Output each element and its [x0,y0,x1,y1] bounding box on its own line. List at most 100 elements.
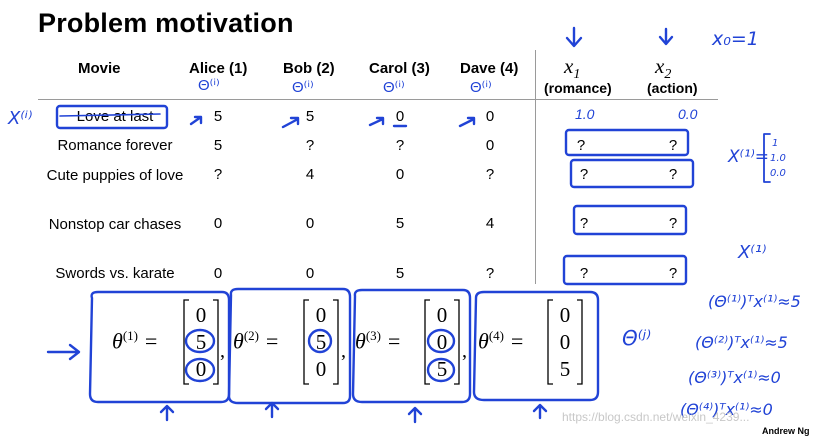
header-alice: Alice (1) [189,60,248,77]
table-cell: 5 [395,215,405,232]
table-row-movie: Cute puppies of love [46,167,184,184]
theta-box [88,290,231,404]
table-cell: 5 [395,265,405,282]
watermark: https://blog.csdn.net/weixin_4239... [562,410,750,424]
table-feature-divider [535,50,536,284]
arrow-up-icon [159,404,175,422]
value-circle [184,357,216,383]
table-row-movie: Swords vs. karate [55,265,175,282]
table-cell: 0 [213,265,223,282]
theta-head-annotation: Θ⁽ⁱ⁾ [198,77,220,94]
value-circle [426,357,456,383]
arrow-up-icon [264,401,280,419]
arrow-down-icon [565,26,583,48]
table-row-movie: Love at last [76,108,154,125]
feature-value: ? [668,137,678,154]
table-cell: ? [213,166,223,183]
feature-value: 0.0 [678,106,698,122]
theta-head-annotation: Θ⁽ⁱ⁾ [383,79,405,96]
feature-value: ? [668,265,678,282]
approx-annotation: (Θ⁽²⁾)ᵀx⁽¹⁾≈5 [695,333,788,352]
theta-label: θ(3) = [355,328,402,354]
table-cell: 5 [305,108,315,125]
header-bob: Bob (2) [283,60,335,77]
table-cell: ? [395,137,405,154]
table-cell: 0 [213,215,223,232]
x1-annotation: X⁽¹⁾ [737,242,766,263]
table-cell: 0 [395,108,405,125]
x-vector-value: 1.0 [770,153,786,164]
feature-value: ? [576,137,586,154]
header-carol: Carol (3) [369,60,430,77]
x-vector-value: 0.0 [770,168,786,179]
table-cell: ? [485,166,495,183]
highlight-box [55,104,169,130]
feature-value: ? [579,166,589,183]
value-circle [307,328,333,354]
x-vector-annotation: X⁽¹⁾= [727,147,769,167]
arrow-down-icon [658,27,674,46]
table-cell: 5 [213,108,223,125]
strike-line [59,113,161,117]
feature-value: ? [579,215,589,232]
arrow-icon [368,116,385,127]
table-row-movie: Nonstop car chases [48,216,182,233]
table-header-rule [38,99,718,100]
table-cell: ? [485,265,495,282]
value-circle [184,328,216,354]
table-cell: 5 [213,137,223,154]
theta-head-annotation: Θ⁽ⁱ⁾ [470,79,492,96]
header-dave: Dave (4) [460,60,519,77]
table-cell: 0 [485,108,495,125]
feature-action-label: (action) [647,80,698,96]
table-cell: 0 [305,215,315,232]
feature-box [569,158,695,189]
table-row-movie: Romance forever [57,137,173,154]
table-cell: 0 [485,137,495,154]
theta-label: θ(4) = [478,328,525,354]
svg-text:,: , [220,340,225,362]
feature-value: ? [668,166,678,183]
svg-text:,: , [462,340,467,362]
table-cell: ? [305,137,315,154]
feature-x1: x1 [564,54,581,83]
arrow-up-icon [532,403,548,420]
table-cell: 0 [305,265,315,282]
slide-title: Problem motivation [38,8,294,38]
arrow-icon [281,116,300,129]
arrow-up-icon [407,406,423,424]
feature-value: 1.0 [575,106,595,122]
value-circle [426,328,456,354]
theta-label: θ(1) = [112,328,159,354]
approx-annotation: (Θ⁽³⁾)ᵀx⁽¹⁾≈0 [688,368,781,387]
arrow-icon [189,115,203,126]
feature-box [562,254,688,286]
theta-head-annotation: Θ⁽ⁱ⁾ [292,79,314,96]
header-movie: Movie [78,60,121,77]
arrow-right-icon [46,343,81,361]
vector-bracket [763,133,771,183]
feature-box [572,204,688,236]
table-cell: 4 [305,166,315,183]
table-cell: 4 [485,215,495,232]
author-credit: Andrew Ng [762,426,810,436]
x-i-annotation: X⁽ⁱ⁾ [7,108,32,129]
feature-value: ? [668,215,678,232]
approx-annotation: (Θ⁽⁴⁾)ᵀx⁽¹⁾≈0 [680,400,773,419]
svg-text:,: , [341,340,346,362]
theta-box [227,287,352,405]
theta-box [472,290,600,402]
theta-box [351,288,472,404]
approx-annotation: (Θ⁽¹⁾)ᵀx⁽¹⁾≈5 [708,292,801,311]
feature-box [564,128,690,157]
theta-label: θ(2) = [233,328,280,354]
x-vector-value: 1 [772,138,778,149]
theta-j-annotation: Θ⁽ʲ⁾ [622,326,651,350]
feature-x2: x2 [655,54,672,83]
x0-annotation: x₀=1 [711,28,759,50]
